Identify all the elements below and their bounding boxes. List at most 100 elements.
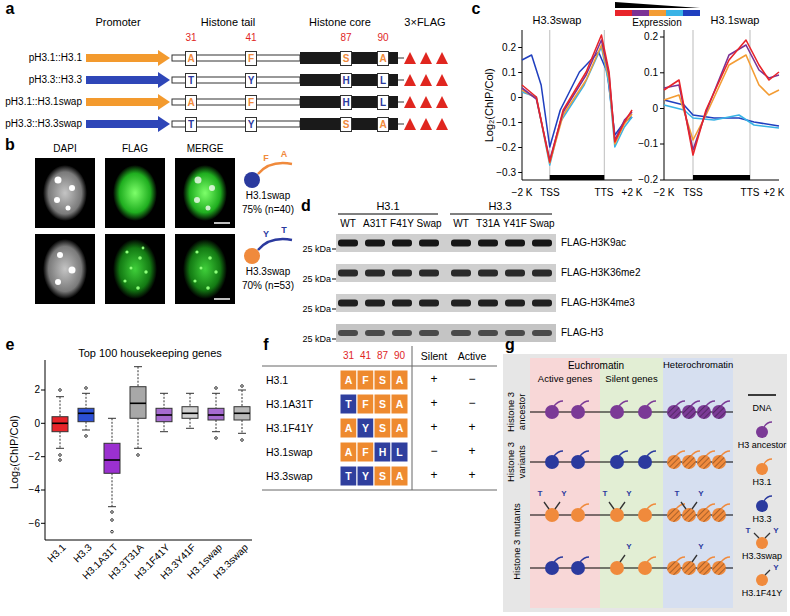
residue-letter: A	[379, 53, 386, 64]
box-plot	[234, 407, 250, 420]
table-header: 90	[394, 350, 405, 362]
box-plot	[130, 367, 146, 457]
box-plot	[104, 443, 120, 473]
profile-plot	[550, 175, 605, 180]
table-cell: +	[430, 373, 437, 387]
construct-diagram	[420, 74, 432, 86]
residue-letter: Y	[698, 542, 703, 551]
axis-label: +2 K	[622, 187, 643, 199]
box-plot	[208, 414, 224, 416]
residue-box: A	[377, 51, 389, 66]
western-blot	[332, 249, 336, 250]
western-blot	[336, 234, 556, 252]
tick-label: −2	[29, 451, 40, 463]
microscopy-image	[113, 165, 157, 221]
residue-table	[340, 418, 357, 438]
box-plot	[182, 393, 198, 428]
lane-label: WT	[453, 218, 469, 230]
chromatin-model	[682, 405, 696, 419]
box-plot	[52, 389, 68, 462]
table-cell: F	[362, 374, 368, 386]
chromatin-model	[503, 354, 787, 612]
table-cell: A	[396, 470, 404, 482]
tick-label: 0	[510, 92, 516, 104]
residue-table	[374, 370, 391, 390]
construct-diagram	[398, 58, 404, 124]
residue-box: Y	[245, 117, 257, 132]
legend-symbol	[765, 570, 770, 575]
axis-label: TSS	[540, 187, 559, 199]
image-caption: H3.1swap	[246, 190, 290, 202]
microscopy-image	[35, 234, 95, 304]
construct-diagram	[420, 52, 432, 64]
western-blot	[365, 330, 385, 336]
microscopy-image	[105, 158, 165, 228]
region-name: Heterochromatin	[663, 360, 733, 371]
residue-letter: Y	[248, 119, 255, 130]
table-cell: T	[345, 470, 351, 482]
region-heading: Histone core	[309, 16, 371, 29]
table-cell: H	[379, 446, 387, 458]
box-plot	[215, 437, 218, 440]
microscopy-image	[208, 256, 212, 260]
box-plot	[111, 519, 114, 522]
residue-box: T	[185, 73, 197, 88]
residue-letter: A	[187, 97, 194, 108]
residue-letter: A	[379, 119, 386, 130]
table-cell: Y	[362, 422, 369, 434]
microscopy-image	[206, 286, 210, 290]
western-blot	[451, 330, 471, 336]
construct-diagram	[86, 72, 170, 88]
image-caption: H3.3swap	[246, 266, 290, 278]
table-cell: −	[468, 373, 475, 387]
expression-scale	[649, 10, 666, 16]
residue-letter: S	[343, 119, 350, 130]
table-cell: S	[379, 374, 386, 386]
western-blot	[505, 270, 525, 277]
table-cell: S	[379, 470, 386, 482]
residue-table	[391, 442, 408, 462]
microscopy-image	[55, 177, 62, 184]
residue-letter: T	[746, 526, 751, 535]
western-blot	[332, 339, 336, 340]
residue-table	[340, 466, 357, 486]
tick-label: −4	[29, 484, 40, 496]
table-header: 41	[360, 350, 371, 362]
construct-name: pH3.3::H3.3	[29, 74, 82, 86]
residue-box: T	[185, 117, 197, 132]
residue-box: F	[245, 95, 257, 110]
construct-name: pH3.1::H3.1	[29, 52, 82, 64]
residue-letter: T	[603, 489, 608, 498]
plot-title: Expression	[632, 17, 681, 29]
construct-diagram	[404, 96, 416, 108]
residue-letter: Y	[698, 489, 703, 498]
construct-diagram	[300, 74, 398, 86]
microscopy-image	[55, 252, 76, 285]
table-cell: +	[468, 445, 475, 459]
chromatin-model	[610, 401, 628, 419]
table-cell: H3.1F41Y	[266, 422, 313, 434]
legend-text: H3.3swap	[742, 551, 782, 561]
western-blot	[338, 330, 358, 336]
microscopy-image	[35, 158, 235, 304]
box-plot	[41, 360, 252, 540]
chromatin-model	[638, 451, 656, 469]
microscopy-image	[136, 286, 140, 290]
construct-diagram	[436, 118, 448, 130]
image-caption: 75% (n=40)	[242, 204, 294, 216]
western-blot	[478, 270, 498, 277]
residue-table	[391, 370, 408, 390]
residue-box: Y	[245, 73, 257, 88]
western-blot	[338, 300, 552, 307]
box-plot	[208, 387, 224, 440]
table-cell: +	[430, 469, 437, 483]
chromatin-model	[571, 451, 589, 469]
microscopy-image	[200, 267, 203, 270]
table-cell: +	[430, 397, 437, 411]
western-blot	[478, 300, 498, 307]
western-blot	[332, 279, 336, 280]
legend-swatch	[756, 463, 768, 475]
blot-label: 25 kDa	[302, 304, 331, 314]
axis-label: TSS	[683, 187, 702, 199]
